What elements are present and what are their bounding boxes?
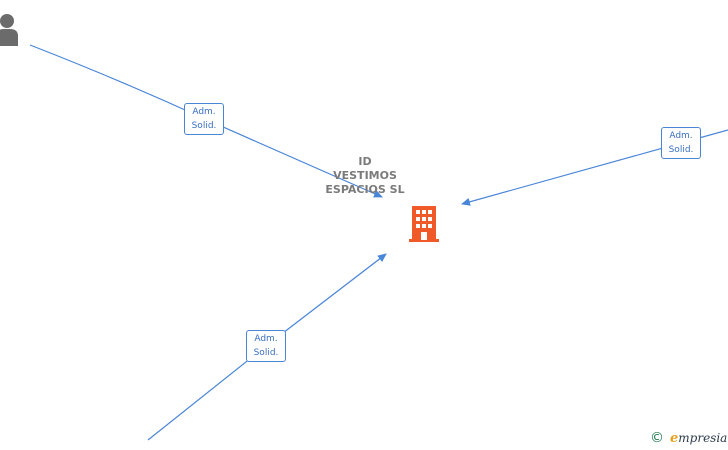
role-label-line-2: Solid. <box>253 348 279 358</box>
building-icon[interactable] <box>409 206 439 242</box>
copyright-icon: © <box>650 430 664 446</box>
role-label-line-1: Adm. <box>669 131 693 141</box>
role-label-line-2: Solid. <box>191 121 217 131</box>
role-label-line-1: Adm. <box>192 107 216 117</box>
brand-logo-initial: e <box>670 431 679 446</box>
company-name-line-1: ID <box>358 155 372 168</box>
company-name-line-2: VESTIMOS <box>333 169 397 182</box>
role-label-line-1: Adm. <box>254 334 278 344</box>
company-name[interactable]: ID VESTIMOS ESPACIOS SL <box>303 155 427 197</box>
top-left-node-label: ador <box>0 0 23 3</box>
brand-logo-rest: mpresia <box>678 431 728 445</box>
brand-logo[interactable]: empresia <box>670 431 727 446</box>
company-name-line-3: ESPACIOS SL <box>325 183 405 196</box>
role-label-line-2: Solid. <box>668 145 694 155</box>
role-label[interactable]: Adm. Solid. <box>661 127 701 159</box>
person-icon[interactable] <box>0 12 18 46</box>
role-label[interactable]: Adm. Solid. <box>184 103 224 135</box>
role-label[interactable]: Adm. Solid. <box>246 330 286 362</box>
